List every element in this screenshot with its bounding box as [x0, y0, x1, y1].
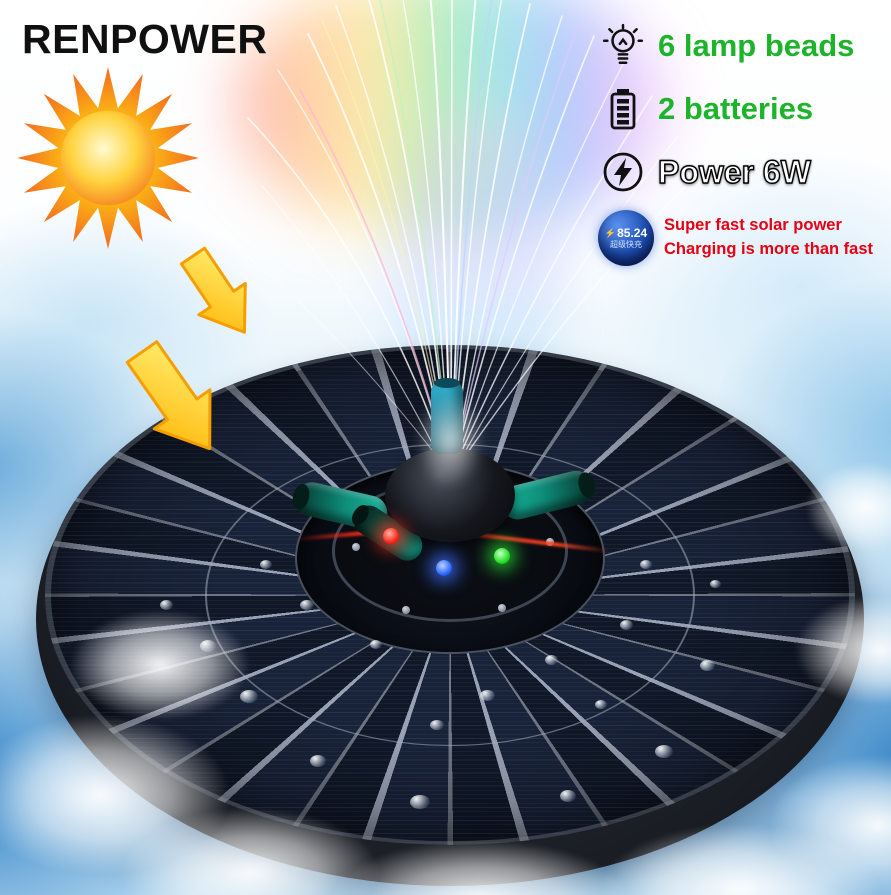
feature-battery-label: 2 batteries — [658, 91, 814, 126]
charge-percent: 85.24 — [617, 226, 648, 240]
led-red — [383, 528, 399, 544]
water-droplet — [430, 720, 444, 730]
charging-description: Super fast solar power Charging is more … — [664, 214, 873, 262]
feature-battery: 2 batteries — [598, 83, 873, 135]
charge-value: ⚡ 85.24 — [605, 227, 647, 239]
bulb-icon — [598, 23, 648, 69]
feature-power-label: Power 6W — [657, 153, 811, 190]
charge-subtext: 超级快充 — [610, 240, 642, 249]
water-droplet — [620, 620, 633, 630]
water-droplet — [700, 660, 715, 671]
sun-icon — [17, 67, 199, 249]
battery-icon — [598, 86, 648, 132]
led-blue — [436, 560, 452, 576]
water-droplet — [545, 655, 558, 665]
spray-origin-glow — [416, 392, 484, 488]
screw-icon — [352, 543, 360, 551]
water-droplet — [160, 600, 173, 610]
water-droplet — [560, 790, 576, 802]
charging-line1: Super fast solar power — [664, 216, 842, 235]
feature-lamp-label: 6 lamp beads — [658, 28, 855, 63]
power-icon — [598, 149, 648, 195]
feature-lamp: 6 lamp beads — [598, 20, 873, 72]
feature-charging: ⚡ 85.24 超级快充 Super fast solar power Char… — [598, 209, 873, 267]
water-droplet — [410, 795, 430, 809]
screw-icon — [498, 604, 506, 612]
water-droplet — [300, 600, 314, 610]
charge-display-icon: ⚡ 85.24 超级快充 — [598, 210, 654, 266]
water-droplet — [595, 700, 607, 709]
water-droplet — [240, 690, 258, 703]
water-droplet — [480, 690, 495, 701]
screw-icon — [402, 606, 410, 614]
feature-power: Power 6W — [598, 146, 873, 198]
bolt-icon: ⚡ — [604, 227, 617, 238]
feature-list: 6 lamp beads 2 batteries — [598, 20, 873, 267]
water-droplet — [640, 560, 652, 569]
water-droplet — [310, 755, 326, 767]
charging-line2: Charging is more than fast — [664, 240, 874, 258]
foam-splash — [70, 610, 250, 720]
led-green — [494, 548, 510, 564]
water-droplet — [710, 580, 721, 588]
rainbow-glow — [235, 0, 665, 240]
water-droplet — [655, 745, 673, 758]
fountain-spray — [299, 0, 579, 461]
water-droplet — [370, 640, 382, 649]
brand-logo: RENPOWER — [22, 16, 268, 62]
water-droplet — [260, 560, 272, 569]
